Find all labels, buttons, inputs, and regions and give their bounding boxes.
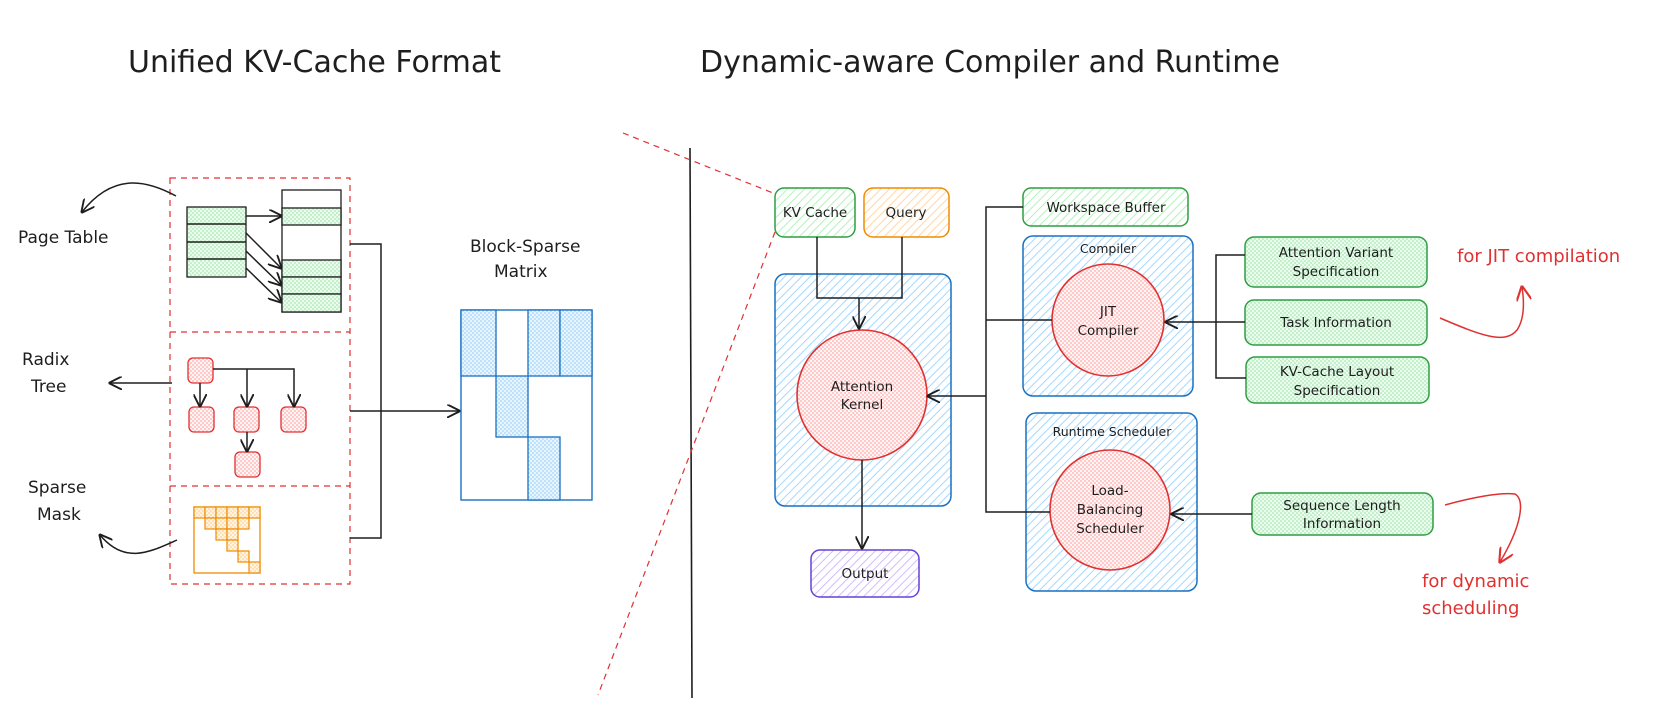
sparse-mask-cell xyxy=(226,506,239,519)
matrix-block xyxy=(527,436,561,501)
scheduler-label-3: Scheduler xyxy=(1076,521,1144,537)
radix-node xyxy=(188,406,215,433)
sparse-mask-cell xyxy=(237,550,250,563)
radix-node xyxy=(233,406,260,433)
output-label: Output xyxy=(842,566,889,582)
radix-root-node xyxy=(187,357,214,384)
page-table-figure xyxy=(186,189,342,313)
bracket-connector xyxy=(350,243,382,539)
sparse-mask-cell xyxy=(226,539,239,552)
attention-kernel-label-1: Attention xyxy=(831,379,893,395)
note-jit-compilation: for JIT compilation xyxy=(1457,246,1620,267)
sparse-mask-cell xyxy=(237,517,250,530)
sparse-mask-cell xyxy=(204,506,217,519)
block-sparse-matrix xyxy=(460,309,593,501)
section-divider xyxy=(689,147,693,699)
radix-node xyxy=(280,406,307,433)
radix-node xyxy=(234,451,261,478)
sparse-mask-cell xyxy=(248,506,261,519)
zoom-guide-bottom xyxy=(597,231,776,696)
jit-compiler-label-1: JIT xyxy=(1099,304,1117,320)
attention-variant-label-2: Specification xyxy=(1293,264,1380,280)
attention-kernel-node xyxy=(796,329,928,461)
sparse-mask-cell xyxy=(215,517,228,530)
page-table-label: Page Table xyxy=(18,228,109,248)
attention-variant-spec-box xyxy=(1244,236,1428,288)
resource-trunk-line xyxy=(985,206,1050,513)
query-box xyxy=(863,187,950,238)
task-information-label: Task Information xyxy=(1279,315,1392,331)
matrix-block xyxy=(495,375,529,438)
title-dynamic-compiler: Dynamic-aware Compiler and Runtime xyxy=(700,45,1280,80)
zoom-guide-top xyxy=(622,132,774,194)
sparse-mask-cell xyxy=(215,506,228,519)
attention-kernel-label-2: Kernel xyxy=(841,397,883,413)
sparse-mask-label-1: Sparse xyxy=(28,478,86,498)
kv-cache-box xyxy=(774,187,856,238)
sparse-mask-figure xyxy=(193,506,261,574)
matrix-block xyxy=(460,309,497,377)
block-sparse-label-2: Matrix xyxy=(494,262,548,282)
note-dynamic-line-1: for dynamic xyxy=(1422,571,1529,592)
sparse-mask-pointer-arrow xyxy=(100,535,178,554)
scheduler-label-1: Load- xyxy=(1091,483,1128,499)
note-jit-arrow xyxy=(1439,287,1523,338)
sequence-length-label-2: Information xyxy=(1303,516,1381,532)
sparse-mask-cell xyxy=(226,517,239,530)
note-dynamic-arrow xyxy=(1444,492,1522,562)
radix-tree-figure xyxy=(187,357,307,478)
kv-format-container xyxy=(169,177,351,585)
compiler-group-label: Compiler xyxy=(1080,241,1137,256)
sparse-mask-cell xyxy=(204,517,217,530)
matrix-block xyxy=(527,309,561,377)
radix-tree-label-2: Tree xyxy=(30,377,66,397)
sparse-mask-cell xyxy=(237,506,250,519)
title-unified-kv-cache: Unified KV-Cache Format xyxy=(128,45,501,80)
load-balancing-scheduler-node xyxy=(1049,449,1171,571)
runtime-scheduler-label: Runtime Scheduler xyxy=(1053,424,1173,439)
page-table-pointer-arrow xyxy=(82,182,177,212)
kv-layout-label-2: Specification xyxy=(1294,383,1381,399)
sparse-mask-cell xyxy=(226,528,239,541)
compiler-inputs-bracket xyxy=(1215,254,1246,379)
query-label: Query xyxy=(885,205,926,221)
kv-layout-spec-box xyxy=(1245,356,1430,404)
jit-compiler-node xyxy=(1051,263,1165,377)
sparse-mask-cell xyxy=(248,561,261,574)
radix-tree-label-1: Radix xyxy=(22,350,69,370)
matrix-block xyxy=(559,309,593,377)
sequence-length-label-1: Sequence Length xyxy=(1283,498,1400,514)
sparse-mask-label-2: Mask xyxy=(37,505,81,525)
block-sparse-label-1: Block-Sparse xyxy=(470,237,580,257)
output-box xyxy=(810,549,920,598)
attention-variant-label-1: Attention Variant xyxy=(1279,245,1393,261)
kv-format-dashed-box xyxy=(169,177,351,585)
jit-compiler-label-2: Compiler xyxy=(1078,323,1139,339)
sparse-mask-cell xyxy=(193,506,206,519)
kv-layout-label-1: KV-Cache Layout xyxy=(1280,364,1394,380)
workspace-buffer-label: Workspace Buffer xyxy=(1046,200,1166,216)
note-dynamic-line-2: scheduling xyxy=(1422,598,1519,619)
scheduler-label-2: Balancing xyxy=(1077,502,1143,518)
sparse-mask-cell xyxy=(215,528,228,541)
kv-cache-label: KV Cache xyxy=(783,205,847,221)
